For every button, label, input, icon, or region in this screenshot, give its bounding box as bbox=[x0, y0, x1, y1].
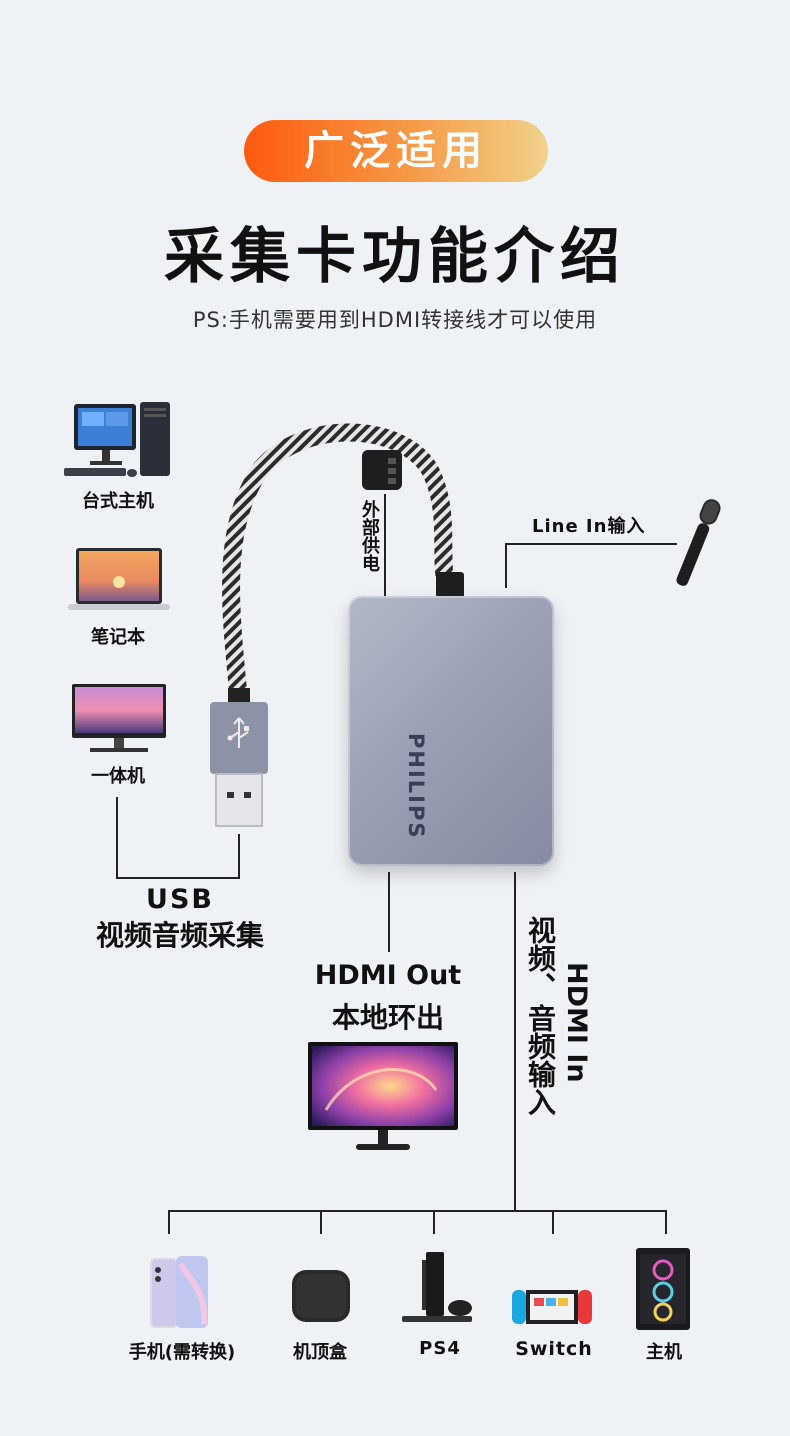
input-branch-line bbox=[168, 1210, 170, 1234]
line-in-label: Line In输入 bbox=[532, 516, 646, 537]
line-in-connector-line bbox=[505, 543, 677, 545]
desktop-pc-icon bbox=[64, 402, 170, 477]
switch-label: Switch bbox=[515, 1338, 593, 1360]
usb-connector-line bbox=[116, 797, 118, 879]
ps4-console-icon bbox=[402, 1252, 472, 1322]
capture-card-device bbox=[348, 596, 554, 866]
power-connector-line bbox=[384, 494, 386, 596]
input-branch-line bbox=[552, 1210, 554, 1234]
usb-plug bbox=[210, 688, 268, 827]
usage-note: PS:手机需要用到HDMI转接线才可以使用 bbox=[192, 308, 598, 332]
hdmi-out-subtitle: 本地环出 bbox=[331, 1001, 444, 1034]
usb-connector-line bbox=[238, 834, 240, 879]
set-top-box-icon bbox=[292, 1270, 350, 1322]
cable-plug bbox=[436, 572, 464, 598]
power-label: 外部供电 bbox=[359, 500, 380, 572]
aio-label: 一体机 bbox=[91, 766, 145, 787]
category-pill: 广泛适用 bbox=[244, 120, 548, 182]
input-branch-line bbox=[665, 1210, 667, 1234]
input-branch-line bbox=[433, 1210, 435, 1234]
pc-tower-icon bbox=[636, 1248, 690, 1330]
braided-cable bbox=[222, 423, 454, 711]
usb-connector-line bbox=[116, 877, 240, 879]
usb-subtitle: 视频音频采集 bbox=[95, 919, 264, 952]
hdmi-in-subtitle-1: 视频、 bbox=[524, 916, 557, 1000]
hdmi-out-title: HDMI Out bbox=[314, 960, 462, 991]
brand-logo: PHILIPS bbox=[404, 733, 428, 840]
phone-icon bbox=[150, 1256, 208, 1328]
hdmi-in-subtitle-2: 音频输入 bbox=[524, 1004, 557, 1116]
ps4-label: PS4 bbox=[419, 1338, 461, 1359]
hdmi-out-connector-line bbox=[388, 872, 390, 952]
microphone-icon bbox=[676, 499, 721, 586]
page-title: 采集卡功能介绍 bbox=[164, 222, 626, 292]
hdmi-in-connector-line bbox=[514, 872, 516, 1212]
input-branch-line bbox=[320, 1210, 322, 1234]
line-in-connector-line bbox=[505, 543, 507, 588]
laptop-label: 笔记本 bbox=[91, 627, 145, 648]
phone-label: 手机(需转换) bbox=[128, 1342, 236, 1363]
desktop-label: 台式主机 bbox=[82, 491, 154, 512]
set-top-box-label: 机顶盒 bbox=[293, 1342, 347, 1363]
switch-console-icon bbox=[512, 1290, 592, 1324]
monitor-icon bbox=[308, 1042, 458, 1150]
laptop-icon bbox=[68, 548, 170, 610]
power-adapter-icon bbox=[362, 450, 402, 490]
input-bus-line bbox=[168, 1210, 667, 1212]
all-in-one-icon bbox=[72, 684, 166, 752]
hdmi-in-title: HDMI In bbox=[561, 962, 592, 1083]
host-label: 主机 bbox=[646, 1342, 682, 1363]
usb-title: USB bbox=[146, 884, 214, 915]
